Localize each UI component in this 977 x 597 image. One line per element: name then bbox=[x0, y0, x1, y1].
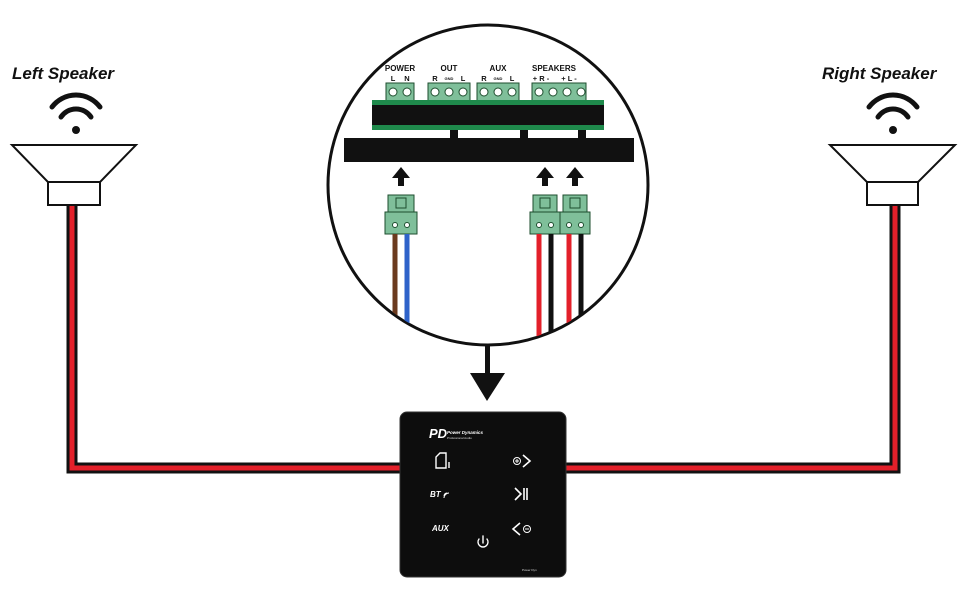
out-pin-gnd: GND bbox=[445, 76, 454, 81]
aux-label: AUX bbox=[490, 64, 508, 73]
signal-icon bbox=[443, 492, 450, 499]
aux-button[interactable]: AUX bbox=[430, 520, 454, 536]
pcb-board bbox=[344, 100, 634, 162]
insert-arrows bbox=[392, 167, 584, 186]
panel-footer-text: Power Dyn bbox=[522, 568, 537, 572]
arrow-up-icon bbox=[392, 167, 410, 186]
left-speaker: Left Speaker bbox=[9, 64, 139, 206]
power-pin-n: N bbox=[404, 74, 409, 83]
out-pin-r: R bbox=[432, 74, 438, 83]
chevron-left-icon bbox=[511, 522, 521, 536]
volume-down-button[interactable] bbox=[510, 520, 536, 538]
arrow-up-icon bbox=[566, 167, 584, 186]
left-speaker-cable bbox=[66, 205, 402, 474]
play-pause-button[interactable] bbox=[512, 486, 532, 502]
right-speaker-label: Right Speaker bbox=[822, 64, 938, 83]
brand-subtitle: Professional Audio bbox=[447, 436, 472, 440]
aux-pin-gnd: GND bbox=[494, 76, 503, 81]
out-label: OUT bbox=[441, 64, 458, 73]
speaker-cone-icon bbox=[9, 144, 139, 206]
right-speaker-cable bbox=[565, 205, 901, 474]
speaker-plug-right bbox=[529, 194, 561, 235]
connector-detail-zoom: POWER L N OUT R GND L AUX R GND L SPEAKE… bbox=[326, 23, 650, 347]
right-speaker: Right Speaker bbox=[822, 64, 958, 206]
power-button[interactable] bbox=[474, 534, 492, 552]
chevron-right-icon bbox=[522, 454, 532, 468]
plus-circle-icon bbox=[513, 457, 521, 465]
amplifier-control-panel: PD Power Dynamics Professional Audio BT bbox=[399, 411, 567, 578]
power-icon bbox=[477, 535, 489, 548]
power-plug bbox=[384, 194, 418, 235]
power-pin-l: L bbox=[391, 74, 396, 83]
speaker-cone-icon bbox=[827, 144, 958, 206]
brand-logo: PD Power Dynamics Professional Audio bbox=[429, 426, 484, 441]
play-pause-icon bbox=[514, 487, 528, 501]
speakers-pin-l: + L - bbox=[561, 74, 577, 83]
aux-pin-l: L bbox=[510, 74, 515, 83]
wifi-signal-icon bbox=[866, 92, 920, 134]
speakers-label: SPEAKERS bbox=[532, 64, 577, 73]
wifi-signal-icon bbox=[49, 92, 103, 134]
aux-button-label: AUX bbox=[431, 524, 450, 533]
sd-card-icon bbox=[435, 452, 447, 469]
out-pin-l: L bbox=[461, 74, 466, 83]
speaker-plug-left bbox=[559, 194, 591, 235]
minus-circle-icon bbox=[523, 525, 531, 533]
sd-card-button[interactable] bbox=[431, 452, 453, 473]
arrow-up-icon bbox=[536, 167, 554, 186]
bluetooth-button[interactable]: BT bbox=[428, 486, 454, 502]
speakers-pin-r: + R - bbox=[533, 74, 550, 83]
pd-logo-icon: PD bbox=[429, 426, 448, 441]
arrow-down-icon bbox=[470, 345, 505, 401]
terminal-labels: POWER L N OUT R GND L AUX R GND L SPEAKE… bbox=[385, 64, 577, 83]
power-label: POWER bbox=[385, 64, 415, 73]
brand-name: Power Dynamics bbox=[447, 430, 484, 435]
aux-pin-r: R bbox=[481, 74, 487, 83]
terminal-screws bbox=[388, 87, 586, 97]
volume-up-button[interactable] bbox=[510, 452, 536, 472]
left-speaker-label: Left Speaker bbox=[12, 64, 115, 83]
bt-label: BT bbox=[430, 490, 442, 499]
